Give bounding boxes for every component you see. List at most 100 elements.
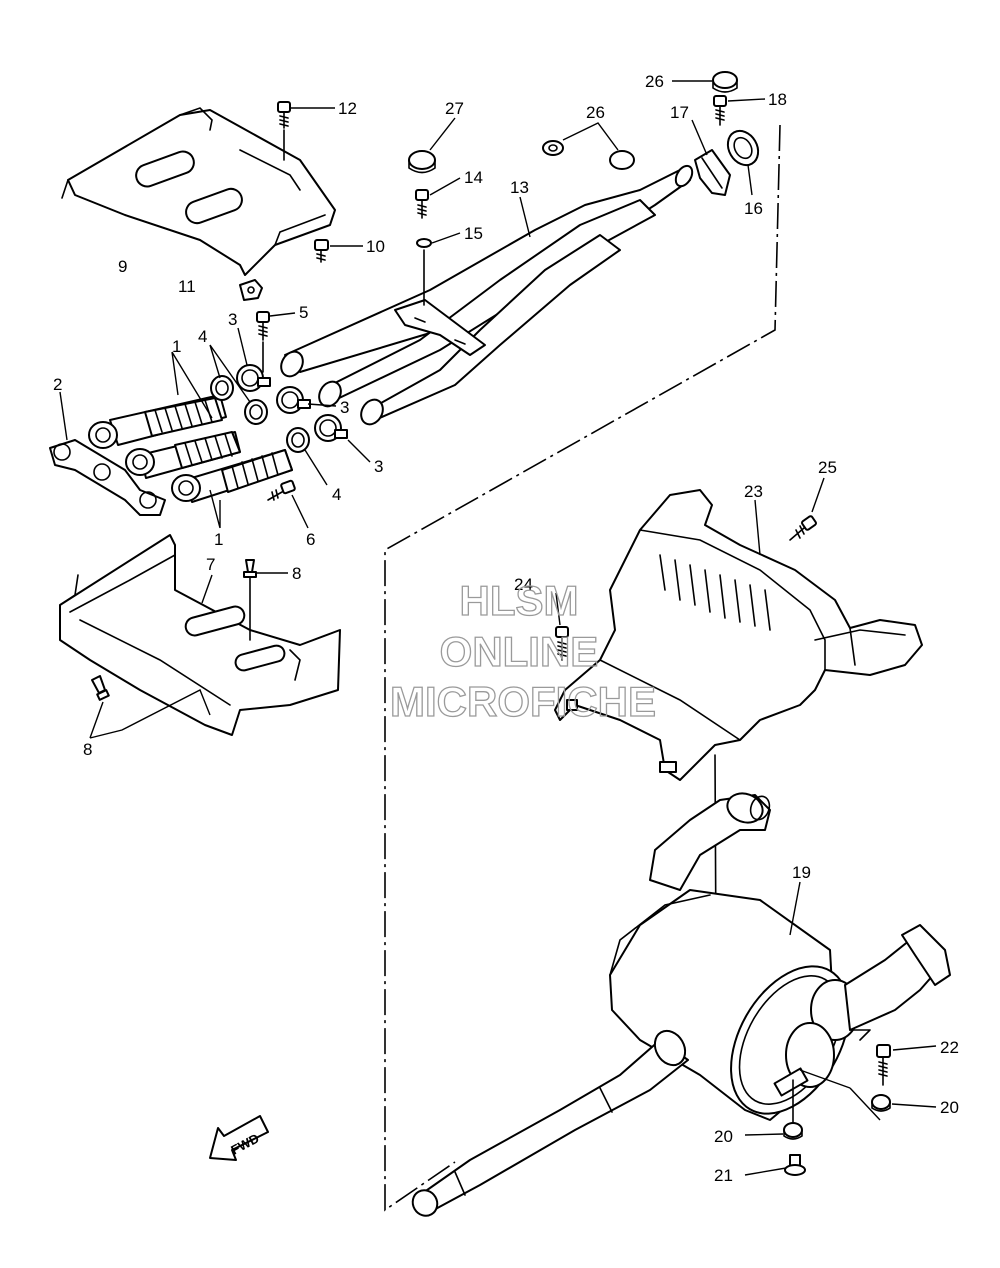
callout-8-bottom: 8 (83, 740, 92, 759)
rivet-part-8-bottom[interactable] (91, 675, 110, 701)
bolt-part-6[interactable] (267, 479, 296, 501)
callout-27: 27 (445, 99, 464, 118)
grommet-part-26-left[interactable] (542, 140, 564, 156)
callout-3-bottom: 3 (374, 457, 383, 476)
callout-3-top: 3 (228, 310, 237, 329)
leader-3-bottom (347, 439, 371, 463)
callout-14: 14 (464, 168, 483, 187)
callout-24: 24 (514, 575, 533, 594)
leader-18 (727, 98, 766, 102)
leader-muffler-mount (799, 1069, 881, 1121)
leader-23 (754, 499, 761, 556)
callout-19: 19 (792, 863, 811, 882)
exhaust-pipe-assembly[interactable] (277, 163, 696, 428)
bolt-part-18[interactable] (713, 95, 727, 126)
bolt-part-14[interactable] (415, 189, 429, 219)
callout-15: 15 (464, 224, 483, 243)
callout-18: 18 (768, 90, 787, 109)
washer-part-15[interactable] (416, 238, 432, 248)
leader-14 (429, 177, 461, 196)
callout-1-bottom: 1 (214, 530, 223, 549)
assembly-boundary-line (384, 124, 781, 1212)
watermark-line-2: ONLINE (440, 628, 599, 675)
callout-11: 11 (178, 277, 196, 296)
muffler-body[interactable] (609, 789, 951, 1135)
watermark-line-1: HLSM (460, 577, 579, 624)
header-pipe-middle[interactable] (125, 431, 241, 479)
muffler-cover[interactable] (554, 489, 923, 781)
collar-part-21[interactable] (784, 1154, 806, 1176)
grommet-part-26-right[interactable] (609, 150, 635, 170)
leader-21 (744, 1167, 787, 1176)
watermark-line-3: MICROFICHE (390, 678, 656, 725)
leader-25 (811, 477, 825, 513)
bracket-part-17[interactable] (694, 149, 731, 196)
leader-27 (429, 117, 456, 151)
callout-13: 13 (510, 178, 529, 197)
leader-20-left (744, 1133, 784, 1136)
callout-12: 12 (338, 99, 357, 118)
leader-16 (747, 164, 753, 196)
clamp-part-3-b[interactable] (276, 386, 311, 414)
bolt-part-25[interactable] (789, 515, 817, 541)
callout-9: 9 (118, 257, 127, 276)
header-pipe-lower[interactable] (171, 449, 293, 503)
seal-ring-part-4-c[interactable] (286, 427, 310, 453)
leader-2 (59, 391, 68, 441)
rivet-part-8-top[interactable] (243, 559, 257, 641)
tailpipe[interactable] (408, 1025, 691, 1220)
callout-1-top: 1 (172, 337, 181, 356)
callout-21: 21 (714, 1166, 733, 1185)
bolt-part-22[interactable] (876, 1044, 891, 1086)
leader-26-mid (562, 122, 619, 151)
callout-20-right: 20 (940, 1098, 959, 1117)
callout-3-mid: 3 (340, 398, 349, 417)
callout-26-mid: 26 (586, 103, 605, 122)
callout-5: 5 (299, 303, 308, 322)
leader-20-right (891, 1103, 937, 1108)
bolt-part-24[interactable] (555, 626, 569, 661)
leader-1-top (171, 351, 213, 419)
seal-ring-part-4-a[interactable] (210, 375, 234, 401)
callout-26-top: 26 (645, 72, 664, 91)
callout-4-bottom: 4 (332, 485, 341, 504)
callout-10: 10 (366, 237, 385, 256)
gasket-part-2[interactable] (49, 439, 166, 516)
leader-24 (555, 592, 561, 626)
heat-shield-lower[interactable] (59, 534, 341, 736)
leader-6 (291, 494, 309, 529)
grommet-part-20-right[interactable] (871, 1094, 891, 1112)
bolt-part-5[interactable] (256, 311, 270, 341)
leader-4-bottom (304, 449, 328, 486)
clamp-part-3-a[interactable] (236, 364, 271, 392)
callout-22: 22 (940, 1038, 959, 1057)
clamp-part-3-c[interactable] (314, 414, 348, 442)
watermark: HLSM ONLINE MICROFICHE (389, 576, 656, 725)
callout-17: 17 (670, 103, 689, 122)
callout-25: 25 (818, 458, 837, 477)
cap-part-27[interactable] (408, 150, 436, 174)
leader-22 (892, 1045, 937, 1051)
leader-8-bottom (89, 689, 211, 739)
callout-labels: 1 1 2 3 3 3 4 4 5 6 7 8 8 9 10 11 12 13 … (53, 72, 959, 1185)
leader-15 (431, 232, 461, 244)
seal-ring-part-4-b[interactable] (244, 399, 268, 425)
cap-part-26-top[interactable] (712, 71, 738, 93)
header-pipe-upper[interactable] (88, 394, 227, 449)
bracket-part-11[interactable] (239, 279, 263, 301)
leader-1-bottom (209, 489, 221, 529)
callout-7: 7 (206, 555, 215, 574)
leader-19 (789, 881, 801, 936)
heat-shield-top[interactable] (61, 107, 336, 276)
leader-3-mid (307, 403, 337, 407)
callout-23: 23 (744, 482, 763, 501)
bolt-part-12[interactable] (277, 101, 291, 129)
callout-6: 6 (306, 530, 315, 549)
grommet-part-20-left[interactable] (783, 1122, 803, 1140)
fwd-arrow-icon: FWD (209, 1115, 269, 1161)
leader-4-top (209, 344, 251, 403)
leader-5 (269, 312, 296, 317)
ring-part-16[interactable] (722, 125, 764, 170)
bolt-part-10[interactable] (314, 239, 329, 263)
